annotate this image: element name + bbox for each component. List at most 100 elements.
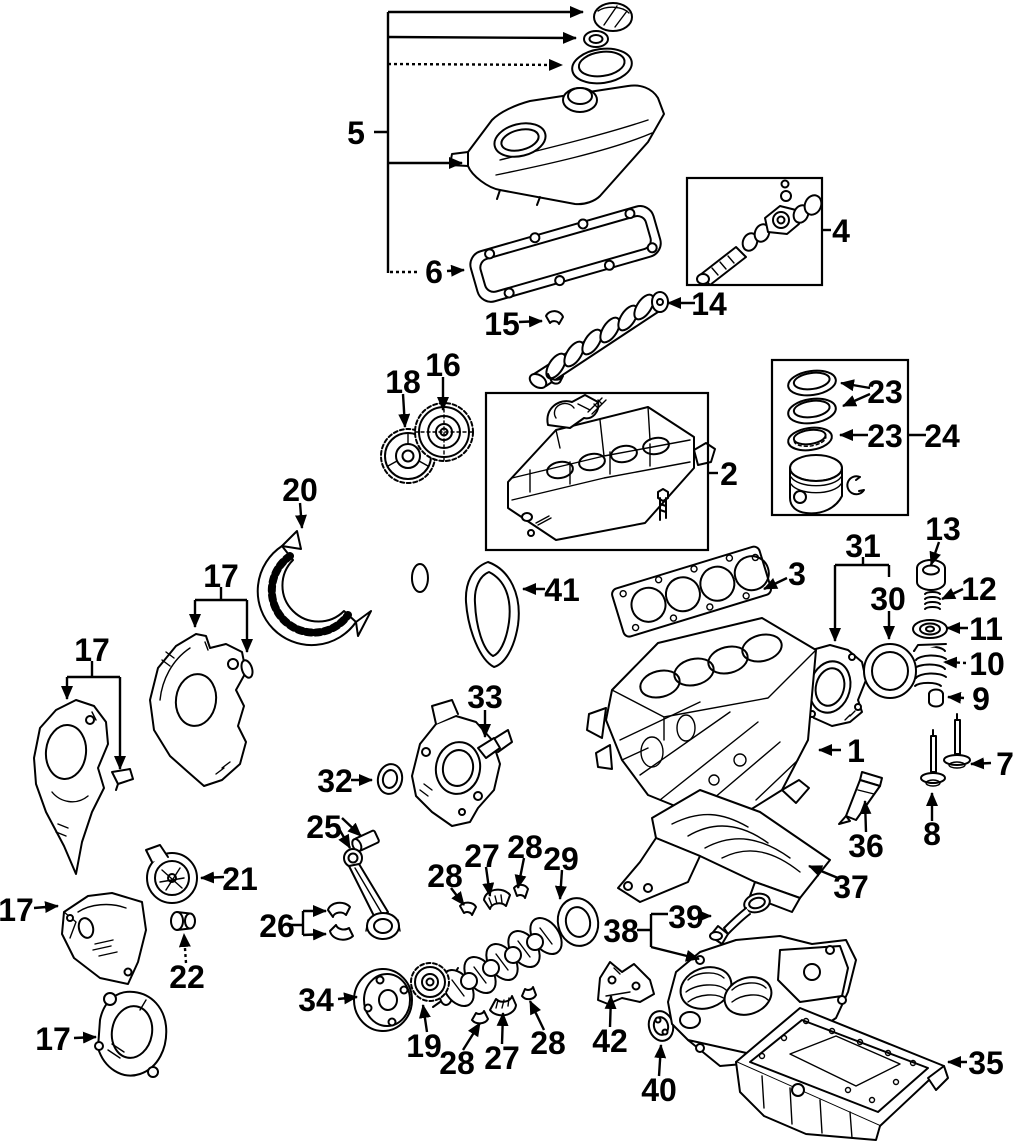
- leader-5-bracket: [374, 12, 390, 273]
- valve-spring-drawing: [913, 643, 947, 687]
- callout-35-label: 35: [968, 1045, 1004, 1081]
- callout-2-label: 2: [720, 456, 738, 492]
- leader-19: [418, 1004, 431, 1033]
- leader-34: [337, 992, 358, 1005]
- callout-33-label: 33: [467, 679, 503, 715]
- connecting-rod-drawing: [343, 848, 401, 940]
- callout-17c-label: 17: [0, 892, 34, 928]
- leader-38-bracket: [637, 912, 668, 947]
- leader-27d: [496, 1012, 509, 1045]
- callout-26-label: 26: [259, 908, 295, 944]
- box-group-4: [685, 176, 824, 287]
- leader-26-b: [302, 928, 327, 941]
- rod-bearings-drawing: [327, 901, 354, 941]
- front-housing-drawing: [411, 699, 513, 827]
- engine-block-drawing: [586, 617, 817, 816]
- camshaft-pulley-drawing: [414, 402, 474, 462]
- timing-cover-center-drawing: [61, 892, 147, 985]
- cylinder-head-drawing: [507, 394, 716, 541]
- cam-bearing-key-drawing: [545, 310, 564, 385]
- leader-5-seal1: [387, 31, 577, 44]
- valve-cover-drawing: [449, 84, 665, 206]
- leader-7: [970, 757, 992, 770]
- callout-22-label: 22: [169, 959, 205, 995]
- valve-cover-gasket-drawing: [469, 205, 662, 303]
- leader-36: [859, 800, 872, 833]
- callout-28a-label: 28: [427, 858, 463, 894]
- leader-20: [294, 502, 307, 529]
- callout-37-label: 37: [833, 869, 869, 905]
- callout-18-label: 18: [385, 364, 421, 400]
- callout-31-label: 31: [845, 528, 881, 564]
- spring-retainer-drawing: [912, 619, 948, 639]
- leader-38: [650, 945, 700, 962]
- leader-lines: [33, 6, 992, 1077]
- leader-5-seal2: [387, 58, 563, 71]
- tensioner-pulley-drawing: [145, 844, 198, 904]
- timing-flange-lower-drawing: [94, 990, 168, 1078]
- callout-7-label: 7: [996, 746, 1014, 782]
- leader-15: [518, 315, 543, 328]
- leader-28a: [450, 887, 465, 906]
- spring-small-drawing: [924, 591, 941, 610]
- leader-25-a: [341, 817, 362, 837]
- leader-28d: [528, 1000, 546, 1031]
- callout-41-label: 41: [544, 572, 580, 608]
- oil-baffle-drawing: [617, 789, 831, 913]
- sealant-tube-drawing: [838, 771, 883, 825]
- camshaft-drawing: [410, 291, 669, 593]
- callout-10-label: 10: [969, 646, 1005, 682]
- leader-3: [763, 576, 788, 591]
- callout-12-label: 12: [961, 571, 997, 607]
- callout-38-label: 38: [603, 913, 639, 949]
- crank-pulley-drawing: [353, 968, 413, 1032]
- callout-39-label: 39: [668, 899, 704, 935]
- leader-22: [178, 933, 191, 964]
- small-gear-drawing: [647, 1010, 675, 1042]
- leader-25-b: [336, 826, 352, 849]
- callout-23a-label: 23: [867, 374, 903, 410]
- crank-sprocket-drawing: [410, 962, 450, 1002]
- cover-clip-a-drawing: [240, 659, 254, 679]
- leader-42: [604, 995, 617, 1028]
- cap-seal-small-drawing: [583, 30, 609, 48]
- callout-40-label: 40: [641, 1072, 677, 1108]
- timing-belt-segment-drawing: [256, 530, 372, 647]
- callout-21-label: 21: [222, 861, 258, 897]
- callout-4-label: 4: [832, 213, 850, 249]
- callout-25-label: 25: [306, 809, 342, 845]
- leader-37: [808, 864, 839, 880]
- cover-clip-b-drawing: [111, 768, 134, 791]
- intake-valve-drawing: [943, 713, 971, 769]
- leader-10: [943, 656, 967, 669]
- box-group-2: [484, 391, 710, 552]
- callout-30-label: 30: [870, 581, 906, 617]
- leader-12: [941, 587, 964, 601]
- leader-28c: [461, 1022, 482, 1051]
- callout-8-label: 8: [923, 816, 941, 852]
- diagram-line-art: [33, 2, 971, 1141]
- cap-seal-large-drawing: [571, 47, 633, 85]
- leader-26-bracket: [287, 911, 305, 935]
- leader-17b-bracket: [67, 661, 120, 679]
- callout-17b-label: 17: [74, 632, 110, 668]
- leader-6: [446, 264, 465, 277]
- leader-28b: [514, 857, 527, 889]
- leader-29: [554, 869, 567, 900]
- crankshaft-drawing: [432, 897, 600, 1008]
- callout-28b-label: 28: [507, 829, 543, 865]
- head-gasket-drawing: [611, 545, 772, 638]
- callout-23b-label: 23: [867, 418, 903, 454]
- oil-filler-cap-drawing: [593, 2, 633, 32]
- leader-17d: [73, 1031, 97, 1044]
- leader-23-top-b: [842, 392, 871, 408]
- leader-18: [398, 393, 411, 428]
- leader-9: [947, 691, 965, 704]
- callout-3-label: 3: [788, 556, 806, 592]
- callout-11-label: 11: [969, 611, 1003, 647]
- callout-1-label: 1: [847, 733, 865, 769]
- callout-labels: 5 6 4 14 15 18 16 2 23 23 24 13 12 11 10…: [0, 115, 1014, 1108]
- callout-36-label: 36: [848, 828, 884, 864]
- callout-13-label: 13: [925, 511, 961, 547]
